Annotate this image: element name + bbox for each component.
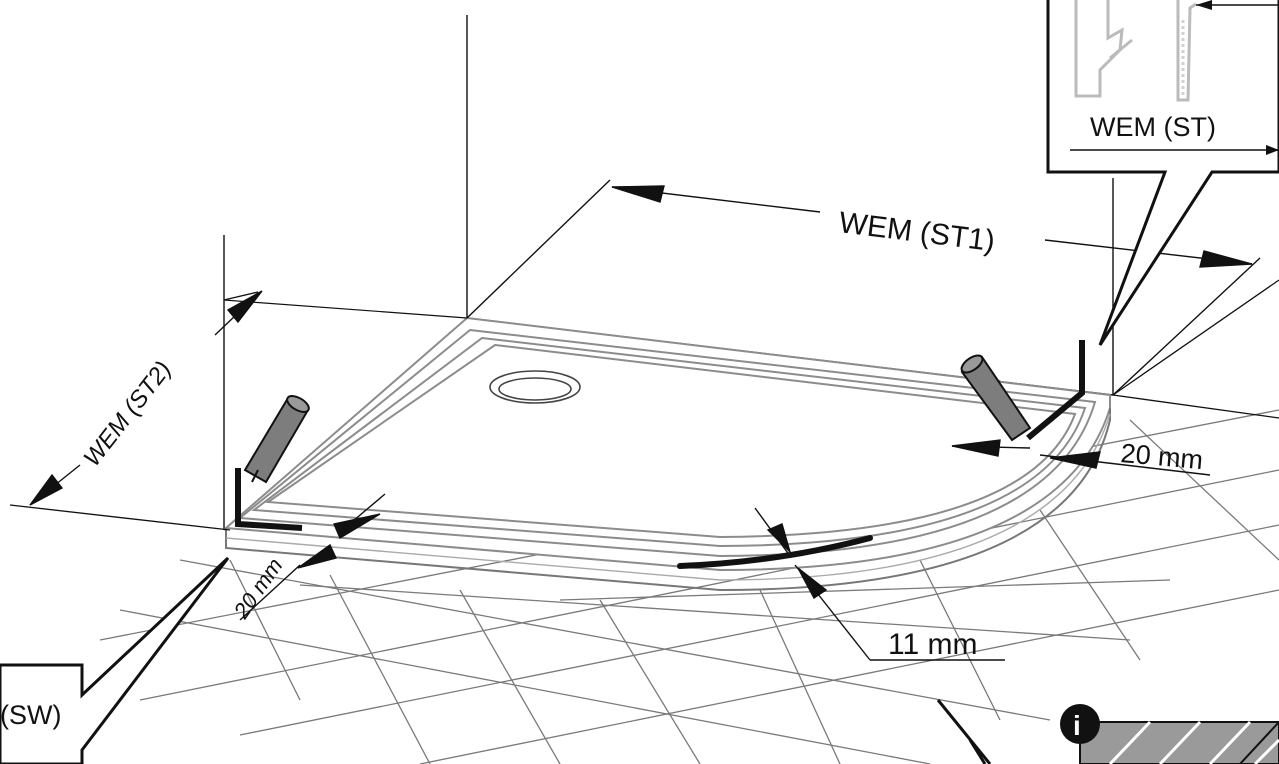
dimension-gap-right — [951, 439, 1211, 476]
label-wem-st1: WEM (ST1) — [837, 206, 997, 258]
wall-dowel-left — [243, 395, 310, 484]
floor-edge-lines — [9, 279, 1279, 531]
info-icon-letter: i — [1073, 710, 1081, 741]
wall-bracket-right — [1026, 340, 1085, 441]
label-gap-right: 20 mm — [1119, 438, 1204, 475]
wall-dowel-right — [960, 354, 1032, 442]
dimension-gap-curve — [754, 507, 1005, 661]
seal-strip-curve — [677, 535, 873, 569]
info-icon: i — [1060, 704, 1100, 744]
wall-bracket-left — [235, 468, 303, 531]
label-gap-left: 20 mm — [228, 553, 288, 623]
label-wem-st2: WEM (ST2) — [78, 356, 176, 471]
dimension-gap-left — [239, 493, 386, 621]
floor-tile-grid — [99, 409, 1279, 764]
callout-profile-detail — [1046, 0, 1279, 346]
callout-sidewall-detail — [0, 556, 230, 764]
label-wem-st: WEM (ST) — [1090, 112, 1216, 142]
callout-info-detail — [936, 699, 1279, 764]
label-gap-curve: 11 mm — [888, 628, 977, 661]
label-sw: (SW) — [0, 700, 61, 730]
drain-outlet — [489, 370, 581, 404]
dimension-wem-st2 — [29, 290, 468, 506]
